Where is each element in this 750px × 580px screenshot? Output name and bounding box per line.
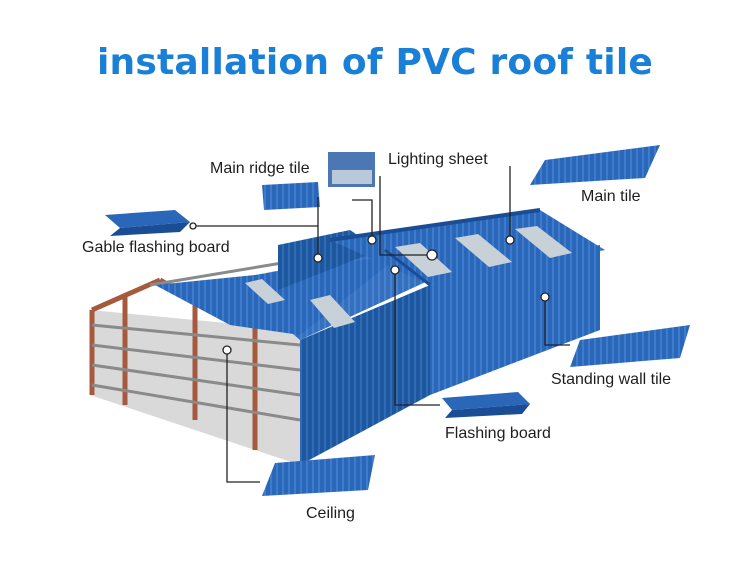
- label-main-ridge-tile: Main ridge tile: [210, 160, 310, 177]
- ridge-tile-photo: [328, 152, 375, 187]
- label-main-tile: Main tile: [581, 188, 641, 205]
- gable-edge: [384, 248, 431, 287]
- flashing-board-sample: [442, 392, 530, 418]
- skylights: [245, 226, 572, 328]
- ridge-line: [329, 208, 541, 242]
- standing-wall-tile-sample: [570, 325, 690, 367]
- target-markers: [189, 222, 550, 355]
- label-lighting-sheet: Lighting sheet: [388, 151, 488, 168]
- side-wall-right: [430, 245, 600, 395]
- ceiling-tile-sample: [262, 455, 375, 496]
- diagram-title: installation of PVC roof tile: [97, 42, 653, 83]
- gable-flashing-sample: [105, 210, 190, 236]
- main-tile-sample: [530, 145, 660, 185]
- label-ceiling: Ceiling: [306, 505, 355, 522]
- purlins: [91, 258, 301, 422]
- label-gable-flashing-board: Gable flashing board: [82, 239, 230, 256]
- side-wall-front: [300, 285, 430, 465]
- building: [89, 208, 605, 465]
- leader-lines: [193, 166, 570, 483]
- label-flashing-board: Flashing board: [445, 425, 551, 442]
- label-standing-wall-tile: Standing wall tile: [551, 371, 672, 388]
- ridge-tile-sample: [262, 182, 320, 210]
